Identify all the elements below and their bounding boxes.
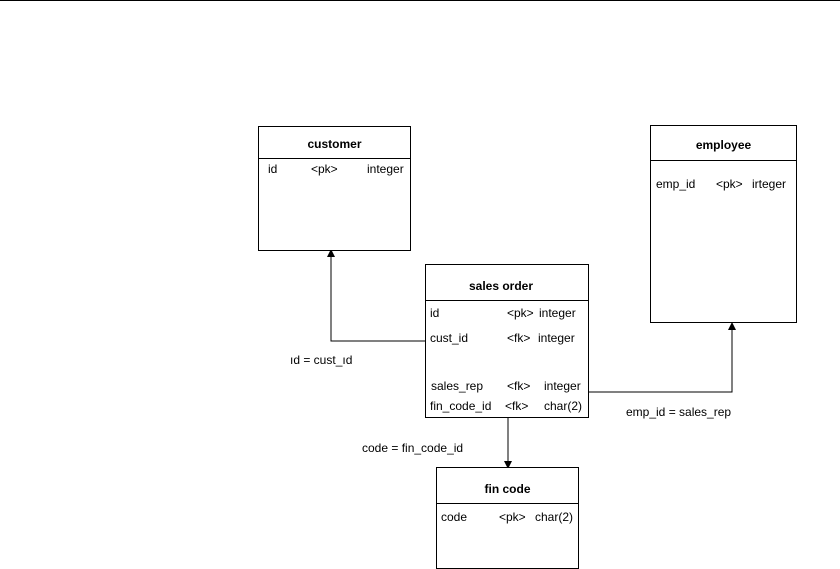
customer-column-name: id xyxy=(268,162,278,176)
sales-order-column-key: <fk> xyxy=(507,379,531,393)
sales-order-table[interactable]: sales order id <pk> integer cust_id <fk>… xyxy=(425,264,589,418)
sales-order-column-name: fin_code_id xyxy=(430,399,492,413)
sales-order-column-type: integer xyxy=(538,331,575,345)
sales-order-column-type: integer xyxy=(539,306,576,320)
customer-table-title: customer xyxy=(307,137,362,151)
sales-order-column-key: <fk> xyxy=(505,399,529,413)
sales-order-column-type: char(2) xyxy=(544,399,583,413)
fin-code-table-title: fin code xyxy=(484,482,531,496)
top-border-line xyxy=(0,0,840,1)
customer-relationship-line xyxy=(327,249,426,342)
sales-order-column-name: sales_rep xyxy=(431,379,484,393)
sales-order-column-name: cust_id xyxy=(430,331,469,345)
customer-table-header: customer xyxy=(259,127,410,159)
employee-table-header: employee xyxy=(651,126,796,161)
sales-order-column-type: integer xyxy=(544,379,581,393)
sales-order-table-header: sales order xyxy=(426,265,588,301)
employee-link-label: emp_id = sales_rep xyxy=(626,405,732,419)
employee-table[interactable]: employee emp_id <pk> irteger xyxy=(650,125,797,323)
sales-order-column-key: <pk> xyxy=(507,306,534,320)
sales-order-column-name: id xyxy=(430,306,440,320)
fin-code-link-label: code = fin_code_id xyxy=(362,441,464,455)
employee-column-key: <pk> xyxy=(716,177,743,191)
customer-link-label: ıd = cust_ıd xyxy=(290,353,353,367)
customer-table[interactable]: customer id <pk> integer xyxy=(258,126,411,251)
fin-code-column-type: char(2) xyxy=(535,510,574,524)
customer-column-key: <pk> xyxy=(311,162,338,176)
employee-table-title: employee xyxy=(695,138,752,152)
fin-code-column-key: <pk> xyxy=(499,510,526,524)
fin-code-table-header: fin code xyxy=(437,468,578,504)
fin-code-table[interactable]: fin code code <pk> char(2) xyxy=(436,467,579,569)
customer-column-type: integer xyxy=(367,162,404,176)
sales-order-table-title: sales order xyxy=(468,279,534,293)
employee-column-name: emp_id xyxy=(656,177,696,191)
sales-order-column-key: <fk> xyxy=(507,331,531,345)
fin-code-column-name: code xyxy=(441,510,468,524)
employee-column-type: irteger xyxy=(752,177,787,191)
employee-relationship-line xyxy=(588,322,736,393)
